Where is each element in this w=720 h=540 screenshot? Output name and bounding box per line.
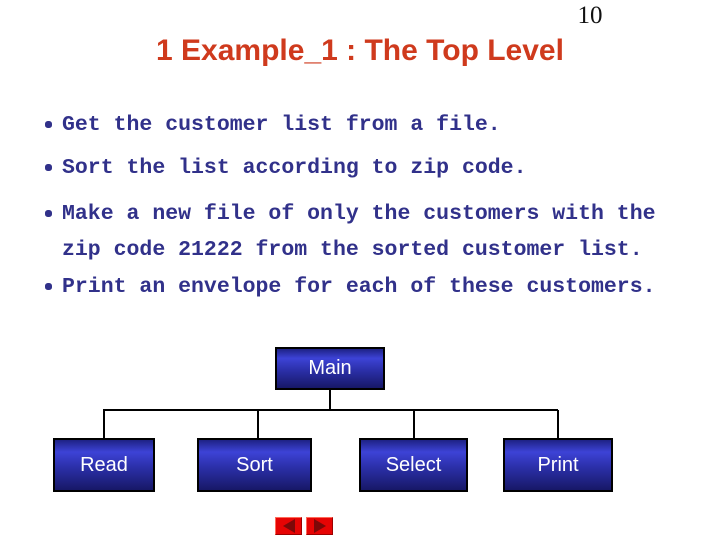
right-arrow-icon — [313, 519, 326, 533]
chart-box-label: Read — [80, 453, 128, 476]
left-arrow-icon — [282, 519, 295, 533]
bullet-icon — [45, 121, 52, 128]
bullet-icon — [45, 210, 52, 217]
chart-box-label: Select — [385, 453, 442, 476]
connector-print-drop — [557, 410, 559, 439]
page-number: 10 — [577, 2, 603, 29]
bullet-item-wrapped-line: zip code 21222 from the sorted customer … — [62, 238, 643, 262]
bullet-icon — [45, 164, 52, 171]
bullet-item: Get the customer list from a file. — [62, 113, 501, 137]
chart-box-label: Main — [308, 357, 352, 379]
bullet-item: Sort the list according to zip code. — [62, 156, 527, 180]
chart-box-label: Print — [537, 453, 579, 476]
chart-box-select: Select — [359, 438, 468, 492]
chart-box-main: Main — [275, 347, 385, 390]
chart-box-label: Sort — [236, 453, 273, 476]
bullet-item: Make a new file of only the customers wi… — [62, 202, 656, 226]
previous-slide-button[interactable] — [275, 517, 302, 535]
chart-box-print: Print — [503, 438, 613, 492]
connector-read-drop — [103, 410, 105, 439]
connector-sort-drop — [257, 410, 259, 439]
page-title: 1 Example_1 : The Top Level — [156, 34, 564, 67]
connector-horizontal — [103, 409, 558, 411]
connector-select-drop — [413, 410, 415, 439]
chart-box-sort: Sort — [197, 438, 312, 492]
bullet-icon — [45, 283, 52, 290]
bullet-item: Print an envelope for each of these cust… — [62, 275, 656, 299]
chart-box-read: Read — [53, 438, 155, 492]
next-slide-button[interactable] — [306, 517, 333, 535]
connector-main-stem — [329, 390, 331, 410]
